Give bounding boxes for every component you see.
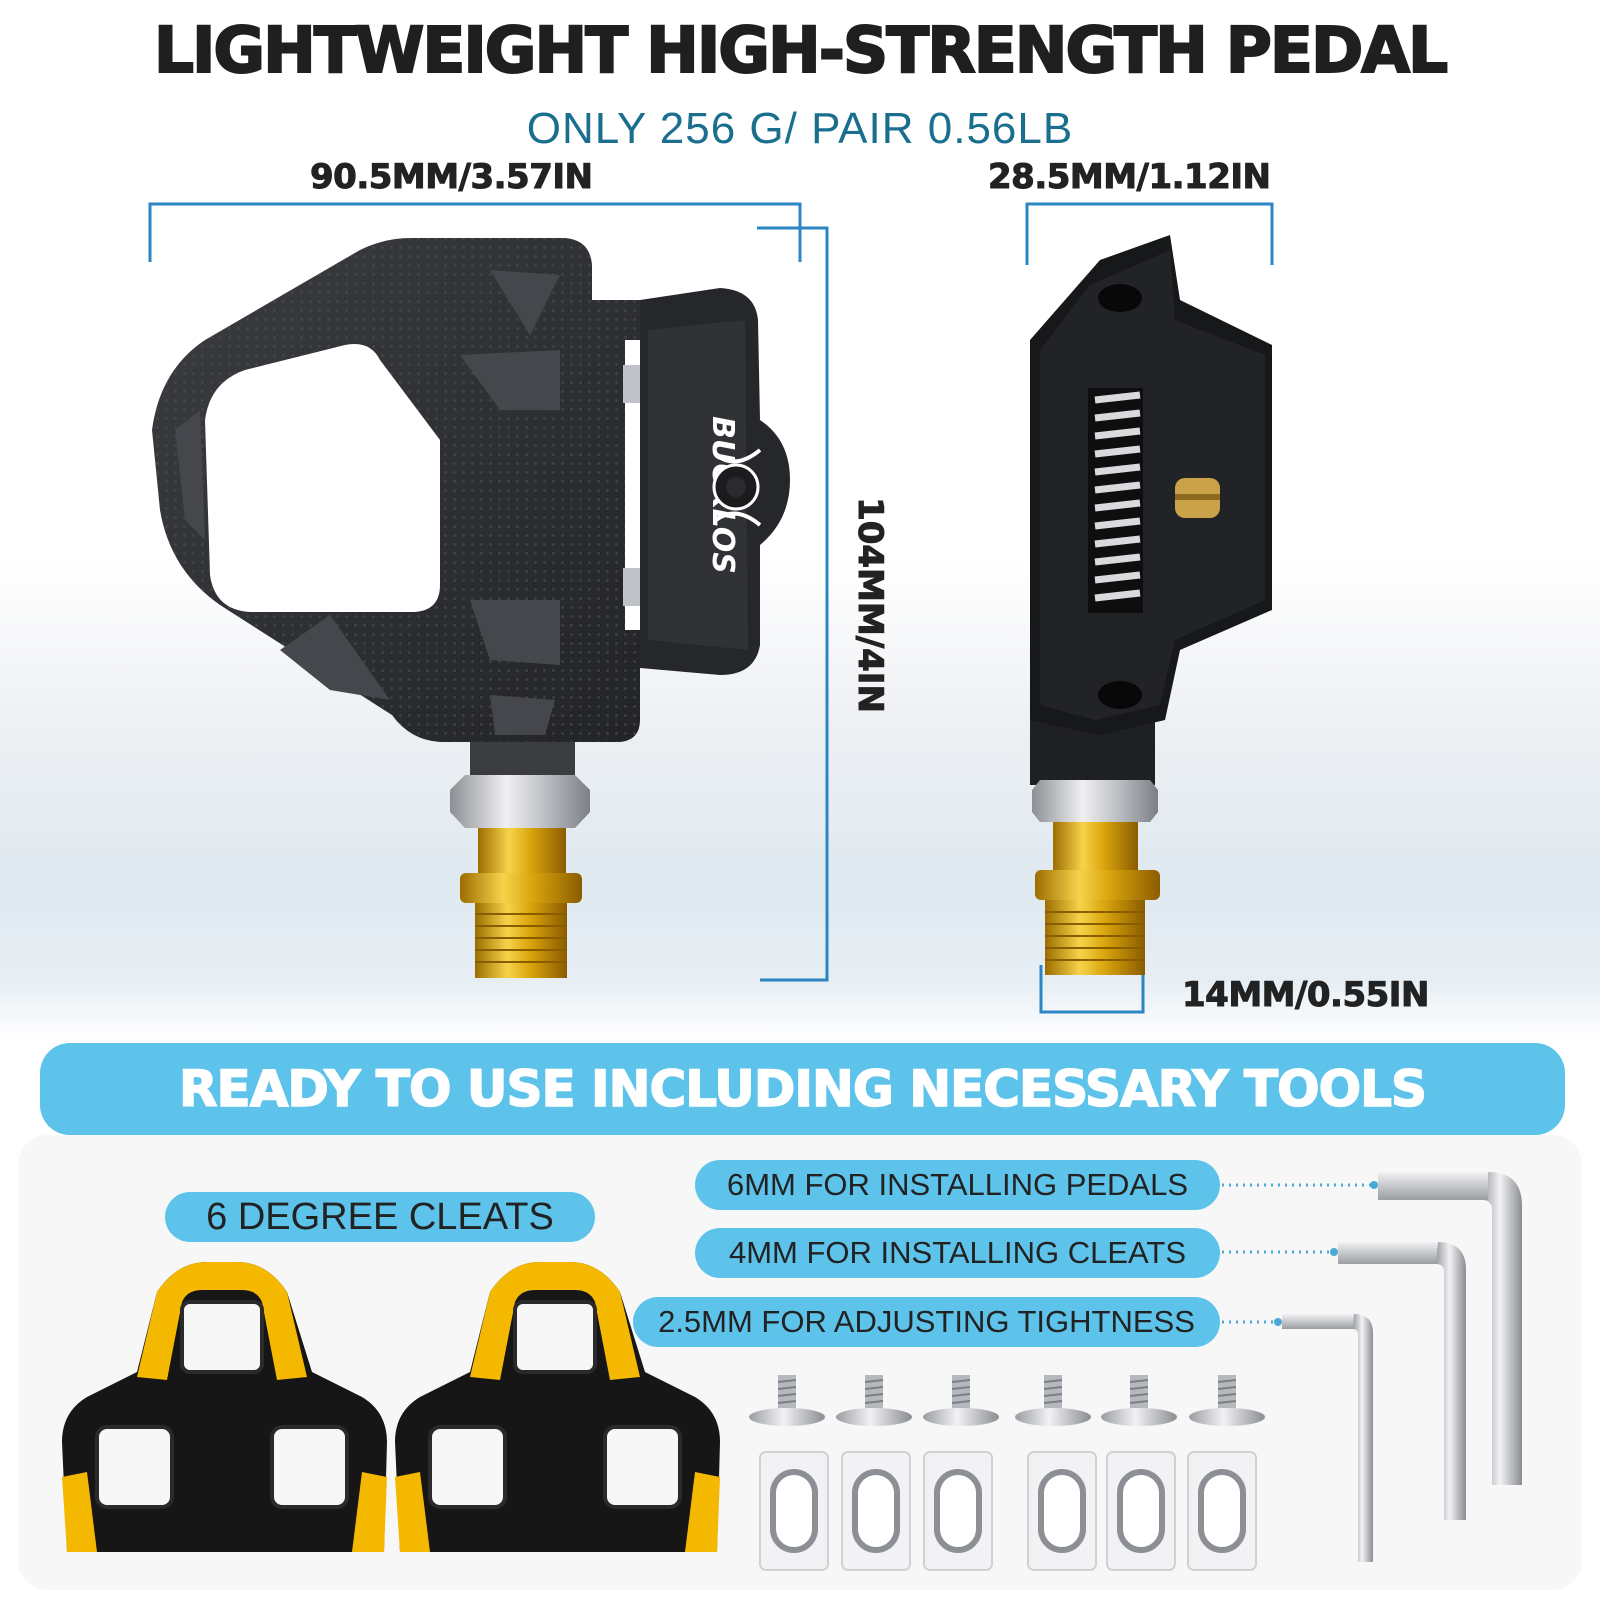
tool-label-2-5mm: 2.5MM FOR ADJUSTING TIGHTNESS bbox=[633, 1297, 1220, 1347]
dimension-spindle: 14MM/0.55IN bbox=[1182, 975, 1430, 1016]
dimension-width-front: 90.5MM/3.57IN bbox=[309, 157, 593, 198]
dimension-lines bbox=[148, 202, 1274, 1014]
tool-label-4mm: 4MM FOR INSTALLING CLEATS bbox=[695, 1228, 1220, 1278]
headline: LIGHTWEIGHT HIGH-STRENGTH PEDAL bbox=[153, 13, 1449, 88]
tools-banner-text: READY TO USE INCLUDING NECESSARY TOOLS bbox=[178, 1059, 1427, 1119]
pedal-side-view bbox=[1030, 235, 1272, 975]
cleats-label: 6 DEGREE CLEATS bbox=[165, 1192, 595, 1242]
pedal-artwork: BUCKLOS bbox=[148, 202, 1274, 1014]
weight-subtitle: ONLY 256 G/ PAIR 0.56LB bbox=[526, 104, 1074, 153]
dimension-width-side: 28.5MM/1.12IN bbox=[987, 157, 1271, 198]
tools-banner: READY TO USE INCLUDING NECESSARY TOOLS bbox=[40, 1043, 1565, 1135]
pedal-front-view: BUCKLOS bbox=[152, 238, 790, 978]
tool-label-6mm: 6MM FOR INSTALLING PEDALS bbox=[695, 1160, 1220, 1210]
